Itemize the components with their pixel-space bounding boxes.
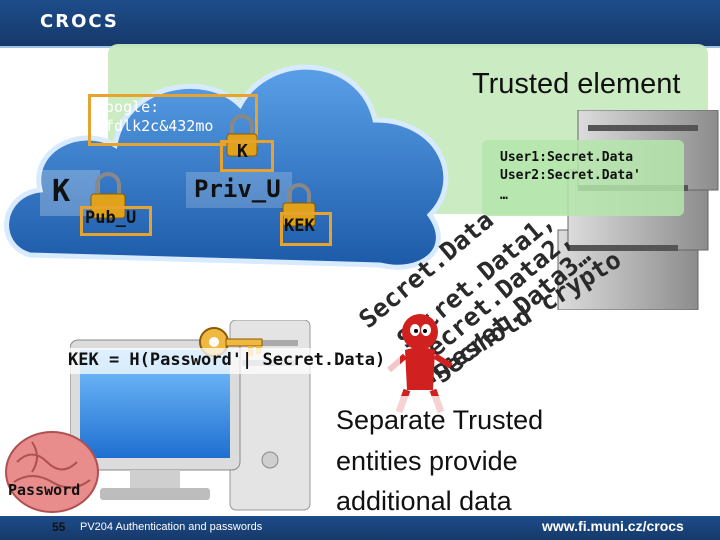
brain-icon [5,431,99,513]
footer-url[interactable]: www.fi.muni.cz/crocs [542,518,684,534]
google-label: Google: [96,98,160,116]
header-bar: CROCS [0,0,720,46]
course-label: PV204 Authentication and passwords [80,521,263,533]
kek-formula: KEK = H(Password'| Secret.Data) [68,350,386,370]
server-text-box [482,140,684,216]
password-label: Password [8,481,81,499]
footer-bar [0,516,720,540]
server-line-3: … [500,188,508,203]
separate-line-1: Separate Trusted [336,405,544,435]
google-password: Sfdlk2c&432mo [96,117,214,135]
priv-box [186,172,292,208]
crocs-logo: CROCS [40,11,119,32]
separate-text-bg [330,396,570,518]
server-line-2: User2:Secret.Data' [500,168,641,183]
priv-u-label: Priv_U [194,175,281,203]
formula-bg [60,348,400,374]
google-credential-box [88,94,258,146]
pub-box [80,206,152,236]
server-line-1: User1:Secret.Data [500,150,634,165]
kek-box [280,212,332,246]
kek-label: KEK [284,216,315,236]
separate-line-3: additional data [336,486,512,516]
separate-line-2: entities provide [336,446,518,476]
k-key-box [220,140,274,172]
slide-title: Trusted element [472,68,681,100]
lock-icon [226,114,258,157]
k-big-label: K [52,174,71,209]
k-key-label: K [237,141,248,162]
pub-u-label: Pub_U [85,208,137,228]
page-number: 55 [52,520,66,534]
